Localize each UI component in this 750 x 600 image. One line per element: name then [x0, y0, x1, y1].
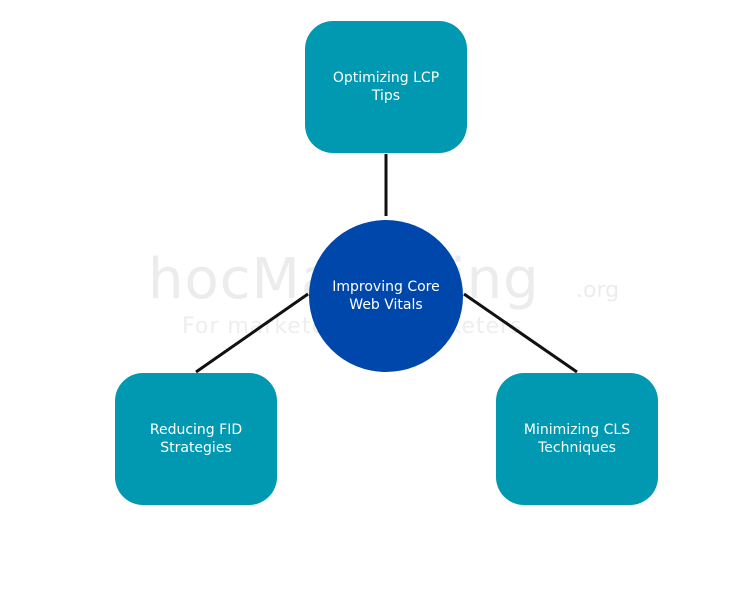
node-optimizing-lcp: Optimizing LCP Tips	[305, 21, 467, 153]
node-center-core-web-vitals: Improving Core Web Vitals	[309, 220, 463, 372]
connector-left	[195, 292, 309, 374]
connector-right	[463, 292, 578, 374]
node-label: Reducing FID Strategies	[149, 422, 243, 456]
node-label: Optimizing LCP Tips	[332, 70, 440, 104]
center-label: Improving Core Web Vitals	[332, 279, 440, 313]
node-minimizing-cls: Minimizing CLS Techniques	[496, 373, 658, 505]
node-reducing-fid: Reducing FID Strategies	[115, 373, 277, 505]
node-label: Minimizing CLS Techniques	[523, 422, 631, 456]
